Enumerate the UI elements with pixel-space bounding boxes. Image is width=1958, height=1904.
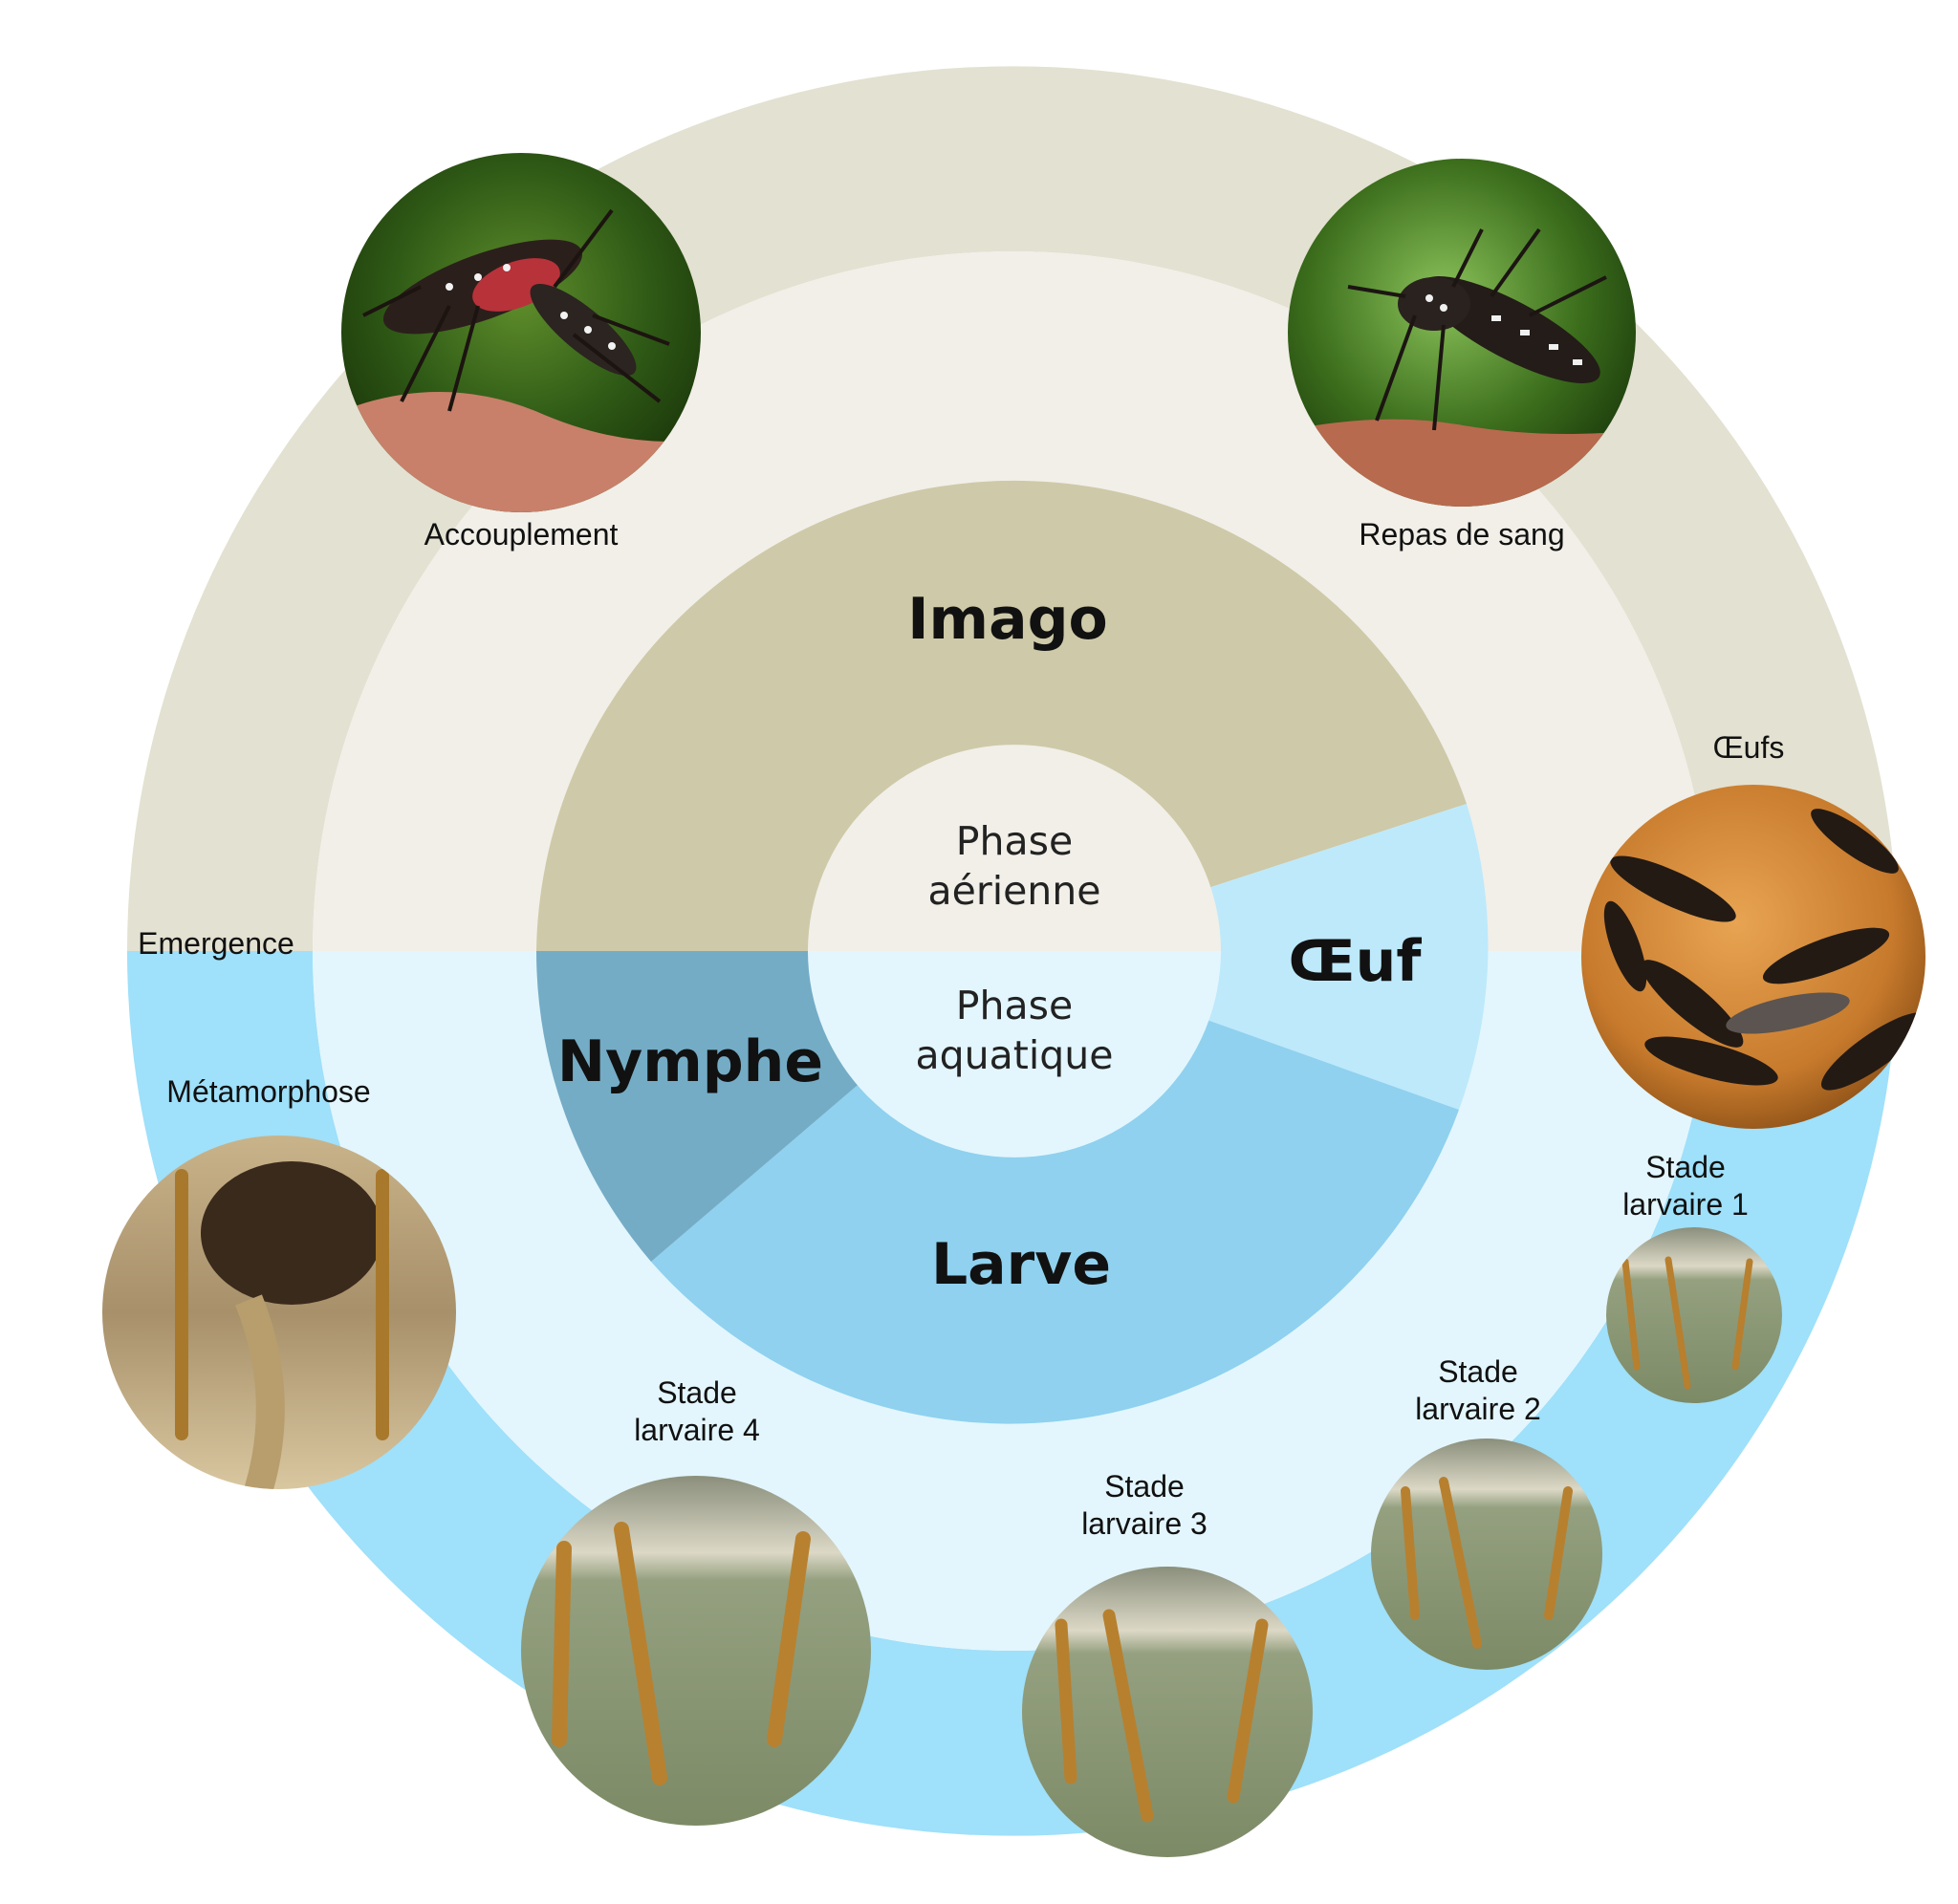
center-air-half xyxy=(808,745,1221,951)
nymphe-label: Nymphe xyxy=(557,1028,823,1095)
stade-1-label-line-2: larvaire 1 xyxy=(1622,1187,1749,1222)
mosquito-eggs-photo xyxy=(1581,785,1925,1129)
emergence-label: Emergence xyxy=(138,926,294,961)
mosquito-mating-photo xyxy=(341,153,701,512)
accouplement-label: Accouplement xyxy=(424,517,619,552)
repas-de-sang-label: Repas de sang xyxy=(1359,517,1564,552)
stade-1-label-line-1: Stade xyxy=(1645,1150,1726,1184)
stade-4-label-line-1: Stade xyxy=(657,1375,737,1410)
phase-water-line-2: aquatique xyxy=(916,1032,1114,1078)
imago-label: Imago xyxy=(907,586,1108,653)
imago-sector xyxy=(536,480,1467,951)
center-water-half xyxy=(808,951,1221,1158)
stade-2-label-line-1: Stade xyxy=(1438,1354,1518,1389)
stade-4-label-line-2: larvaire 4 xyxy=(634,1413,760,1447)
middle-ring-water xyxy=(313,951,1712,1651)
larva-stage-1-photo xyxy=(1606,1227,1782,1403)
larva-stage-4-photo xyxy=(521,1476,871,1826)
oeuf-sector xyxy=(1014,804,1489,1110)
oeufs-label: Œufs xyxy=(1713,730,1785,765)
pupa-metamorphosis-photo xyxy=(102,1136,456,1489)
larve-sector xyxy=(651,951,1459,1424)
larva-stage-2-photo xyxy=(1371,1439,1602,1670)
larve-label: Larve xyxy=(931,1231,1111,1298)
phase-air-line-1: Phase xyxy=(956,818,1073,864)
stade-3-label-line-1: Stade xyxy=(1104,1469,1185,1504)
metamorphose-label: Métamorphose xyxy=(166,1074,370,1109)
stade-2-label-line-2: larvaire 2 xyxy=(1415,1392,1541,1426)
phase-air-line-2: aérienne xyxy=(927,868,1100,914)
stade-3-label-line-2: larvaire 3 xyxy=(1081,1506,1207,1541)
larva-stage-3-photo xyxy=(1022,1567,1313,1857)
phase-water-line-1: Phase xyxy=(956,983,1073,1028)
oeuf-label: Œuf xyxy=(1289,928,1423,995)
